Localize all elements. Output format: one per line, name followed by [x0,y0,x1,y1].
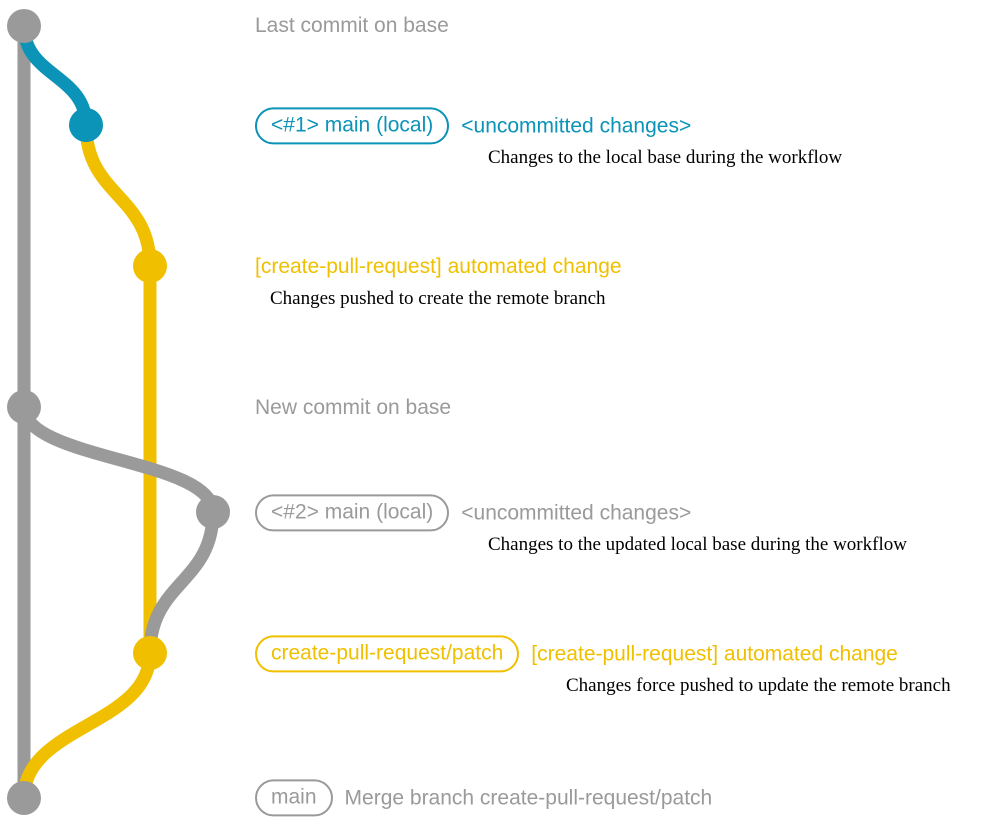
branch-badge-main-local-1[interactable]: <#1> main (local) [255,107,450,145]
commit-row-local-commit-1: <#1> main (local) <uncommitted changes> [255,107,692,145]
commit-row-merge-commit: main Merge branch create-pull-request/pa… [255,779,713,817]
commit-row-patch-commit-1: [create-pull-request] automated change [255,255,622,279]
commit-subject: Last commit on base [255,13,449,37]
commit-row-local-commit-2: <#2> main (local) <uncommitted changes> [255,494,692,532]
commit-subject: <uncommitted changes> [461,500,692,524]
commit-subject: Merge branch create-pull-request/patch [344,785,713,809]
commit-note-local-commit-2: Changes to the updated local base during… [488,534,907,555]
commit-node-base-merge[interactable] [7,781,41,815]
commit-node-local-2[interactable] [196,495,230,529]
commit-subject: New commit on base [255,395,452,419]
branch-patch-merge [17,646,157,805]
commit-node-patch-1[interactable] [133,249,167,283]
branch-badge-main[interactable]: main [255,779,333,817]
commit-subject: [create-pull-request] automated change [255,254,622,278]
commit-note-patch-commit-1: Changes pushed to create the remote bran… [270,288,606,309]
commit-node-base-new[interactable] [7,390,41,424]
branch-patch-create [79,118,157,273]
branch-local-1 [17,19,93,132]
commit-subject: [create-pull-request] automated change [531,641,898,665]
branch-updated-local-to-patch [143,505,220,660]
commit-note-patch-commit-2: Changes force pushed to update the remot… [566,675,951,696]
commit-node-local-1[interactable] [69,108,103,142]
branch-badge-main-local-2[interactable]: <#2> main (local) [255,494,450,532]
commit-row-patch-commit-2: create-pull-request/patch [create-pull-r… [255,635,898,673]
commit-note-local-commit-1: Changes to the local base during the wor… [488,147,843,168]
branch-badge-create-pull-request-patch[interactable]: create-pull-request/patch [255,635,520,673]
commit-subject: <uncommitted changes> [461,113,692,137]
commit-node-patch-2[interactable] [133,636,167,670]
commit-node-base-top[interactable] [7,9,41,43]
commit-row-new-commit-on-base: New commit on base [255,396,451,420]
commit-row-last-commit-on-base: Last commit on base [255,14,449,38]
branch-updated-local [17,400,220,519]
